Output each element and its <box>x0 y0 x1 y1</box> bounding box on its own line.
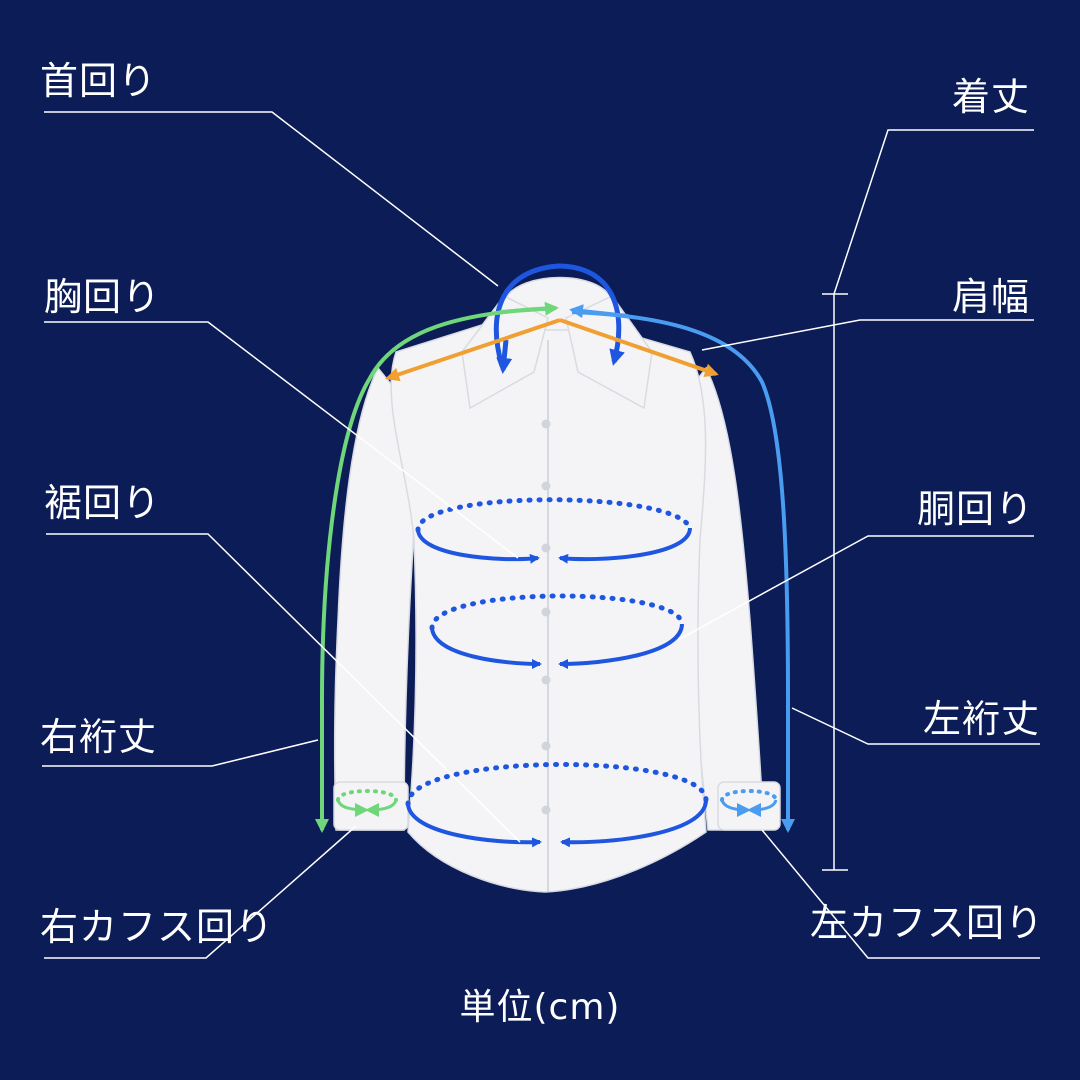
left-sleeve-arrow <box>571 310 795 833</box>
label-hem: 裾回り <box>44 481 162 525</box>
right-sleeve-arrow-top <box>499 301 559 316</box>
label-neck: 首回り <box>40 59 158 103</box>
shoulder-arrow-2 <box>559 318 719 378</box>
neck-arrow-start <box>496 339 513 374</box>
label-shoulder: 肩幅 <box>951 275 1030 319</box>
left-sleeve-arrow-top <box>569 304 629 319</box>
label-left-sleeve: 左裄丈 <box>922 697 1040 741</box>
waist-measure <box>429 593 685 669</box>
left-cuff-measure <box>720 789 778 817</box>
right-cuff-measure <box>336 789 398 817</box>
leader-lines <box>42 111 1040 959</box>
length-bar <box>822 293 848 871</box>
placket <box>541 340 551 892</box>
shirt <box>333 276 781 893</box>
label-right-cuff: 右カフス回り <box>40 905 275 949</box>
label-right-sleeve: 右裄丈 <box>40 715 158 759</box>
label-waist: 胴回り <box>916 487 1034 531</box>
shoulder-arrow <box>385 318 561 382</box>
label-length: 着丈 <box>951 75 1030 119</box>
chest-measure <box>415 497 693 564</box>
label-chest: 胸回り <box>44 275 162 319</box>
label-left-cuff: 左カフス回り <box>809 901 1044 945</box>
right-sleeve-arrow <box>315 306 557 833</box>
hem-measure <box>405 762 709 848</box>
unit-label: 単位(cm) <box>459 987 621 1028</box>
